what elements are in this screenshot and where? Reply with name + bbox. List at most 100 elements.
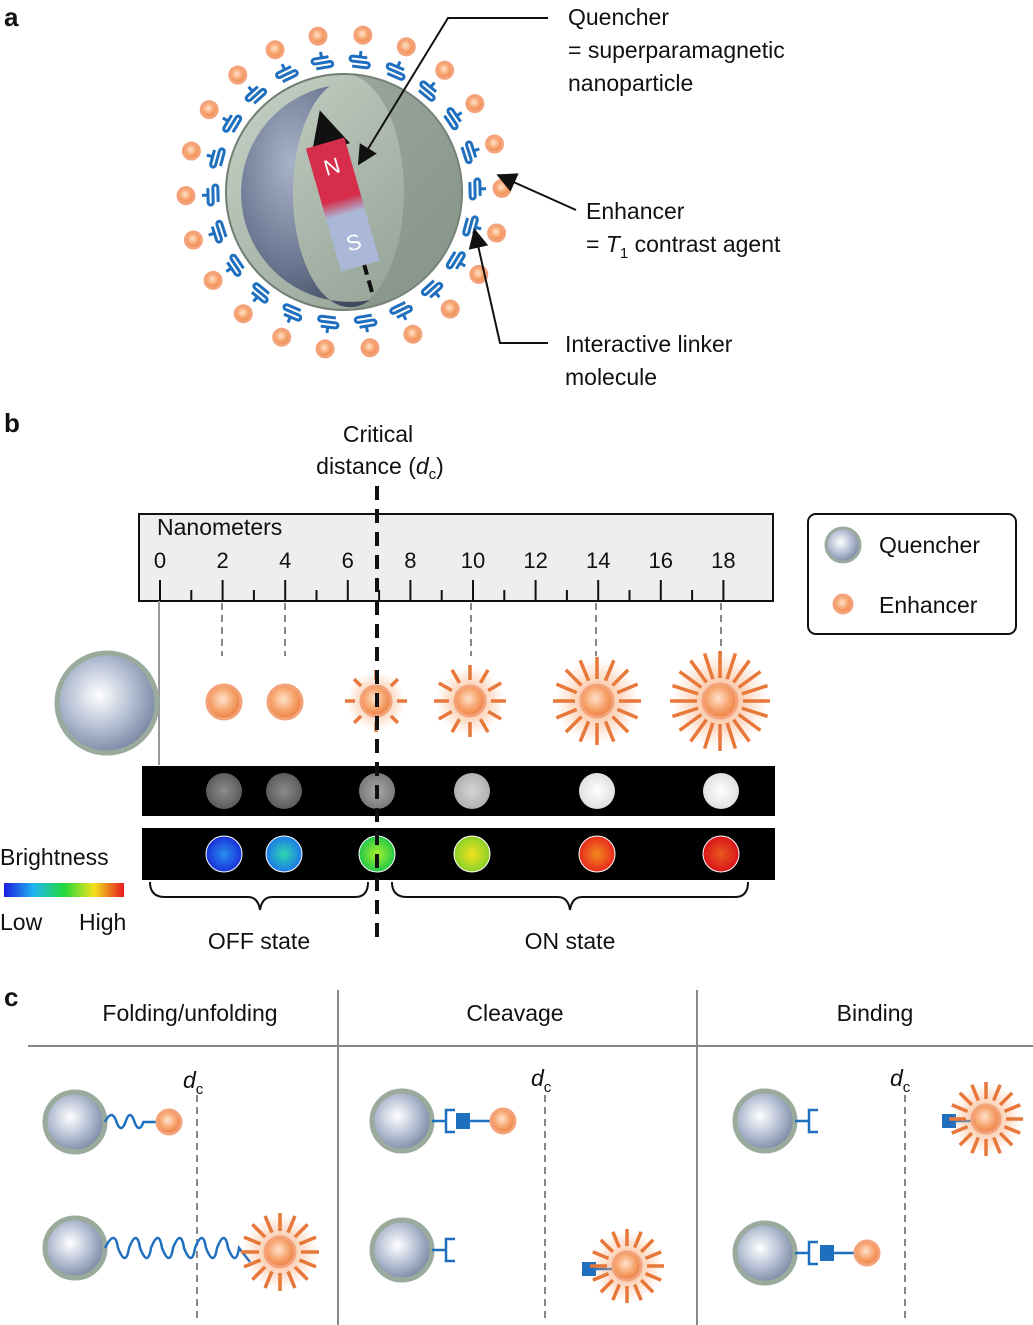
enhancer-core xyxy=(263,1235,297,1269)
enhancer-ray xyxy=(611,715,630,734)
linker-molecule xyxy=(317,314,340,334)
dc-label-1: dc xyxy=(183,1067,204,1098)
enhancer-ray xyxy=(702,722,715,750)
enhancer-ray xyxy=(958,1091,974,1107)
enhancer-ray xyxy=(970,1084,980,1102)
ruler xyxy=(138,513,774,602)
enhancer-core xyxy=(701,682,739,720)
enhancer-ray xyxy=(263,1270,274,1289)
surface-enhancer xyxy=(203,270,223,290)
t1-mri-dot xyxy=(454,773,490,809)
enhancer-ray xyxy=(671,683,699,696)
linker-molecule xyxy=(201,183,220,207)
enhancer-ray xyxy=(251,1265,267,1281)
surface-enhancer xyxy=(308,26,328,46)
quencher-label-1: Quencher xyxy=(568,4,669,30)
brightness-low: Low xyxy=(0,909,43,935)
enhancer-ray xyxy=(1003,1103,1021,1113)
linker-molecule xyxy=(420,279,444,299)
off-state-label: OFF state xyxy=(208,928,310,954)
col-cleavage-title: Cleavage xyxy=(466,1000,563,1026)
t1-mri-dot xyxy=(206,773,242,809)
enhancer-ray xyxy=(611,1283,621,1301)
ruler-quencher xyxy=(54,650,160,756)
linker-molecule xyxy=(468,177,487,201)
heatmap-mri-dot xyxy=(578,835,616,873)
enhancer-ray xyxy=(998,1131,1014,1147)
enhancer-ray xyxy=(251,1223,267,1239)
linker-molecule xyxy=(282,303,303,324)
enhancer-ray xyxy=(293,1223,309,1239)
enhancer-ray xyxy=(603,720,616,743)
linker-molecule xyxy=(222,114,243,134)
enhancer-label-2: = T1 contrast agent xyxy=(586,231,781,262)
linker-molecule xyxy=(225,253,245,277)
surface-enhancer xyxy=(403,324,423,344)
panel-c-mechanisms xyxy=(42,1082,1023,1318)
enhancer-ray xyxy=(298,1258,317,1269)
enhancer-ray xyxy=(592,1250,610,1260)
linker-callout-line xyxy=(468,228,548,344)
ruler-tick-label: 0 xyxy=(154,548,166,573)
enhancer-ray xyxy=(702,652,715,680)
enhancer-ray xyxy=(603,659,616,682)
enhancer-ray xyxy=(243,1235,262,1246)
enhancer-ray xyxy=(437,681,453,693)
surface-enhancer xyxy=(265,40,285,60)
linker-molecule xyxy=(275,63,299,84)
enhancer-ray xyxy=(478,668,490,684)
ruler-title: Nanometers xyxy=(157,514,282,540)
surface-enhancer xyxy=(435,60,455,80)
off-state-brace xyxy=(149,881,369,911)
enhancer-ray xyxy=(639,1238,655,1254)
enhancer-ray xyxy=(616,682,639,695)
linker-molecule xyxy=(244,85,268,105)
enhancer-core xyxy=(611,1250,643,1282)
enhancer-ray xyxy=(616,707,639,720)
enhancer-4nm xyxy=(266,683,304,721)
enhancer-core xyxy=(155,1108,183,1136)
enhancer-ray xyxy=(555,682,578,695)
surface-enhancer xyxy=(181,141,201,161)
enhancer-ray xyxy=(487,681,503,693)
shell-cut-face xyxy=(344,74,462,310)
enhancer-ray xyxy=(689,718,708,743)
surface-enhancer xyxy=(353,25,373,45)
binding-enhancer-on xyxy=(949,1082,1023,1156)
enhancer-core xyxy=(453,684,487,718)
bound-receptor xyxy=(795,1240,818,1266)
ruler-tick-label: 10 xyxy=(461,548,485,573)
quencher-particle xyxy=(732,1088,798,1154)
enhancer-ray xyxy=(352,677,363,688)
critical-distance-label-2: distance (dc) xyxy=(316,453,444,483)
heatmap-mri-dot xyxy=(702,835,740,873)
enhancer-core xyxy=(266,683,304,721)
enhancer-ray xyxy=(478,718,490,734)
t1-mri-dot xyxy=(266,773,302,809)
surface-enhancer xyxy=(360,338,380,358)
folding-enhancer-on xyxy=(241,1213,319,1291)
panel-b-letter: b xyxy=(4,408,20,438)
enhancer-ray xyxy=(951,1125,969,1135)
magnet-south-label: S xyxy=(343,229,364,257)
enhancer-ray xyxy=(678,670,703,689)
folding-enhancer-off xyxy=(155,1108,183,1136)
enhancer-ray xyxy=(633,1231,643,1249)
brightness-high: High xyxy=(79,909,126,935)
enhancer-core xyxy=(205,683,243,721)
ruler-tick-label: 8 xyxy=(404,548,416,573)
nanoparticle-diagram: N S xyxy=(176,25,512,359)
enhancer-ray xyxy=(352,714,363,725)
surface-enhancer xyxy=(228,65,248,85)
enhancer-ray xyxy=(389,714,400,725)
enhancer-ray xyxy=(951,1103,969,1113)
enhancer-ray xyxy=(958,1131,974,1147)
quencher-particle xyxy=(42,1089,108,1155)
ruler-tick-label: 12 xyxy=(523,548,547,573)
enhancer-ray xyxy=(437,709,453,721)
legend-enhancer-label: Enhancer xyxy=(879,592,978,618)
enhancer-ray xyxy=(732,659,751,684)
enhancer-ray xyxy=(992,1136,1002,1154)
enhancer-18nm xyxy=(670,651,770,751)
